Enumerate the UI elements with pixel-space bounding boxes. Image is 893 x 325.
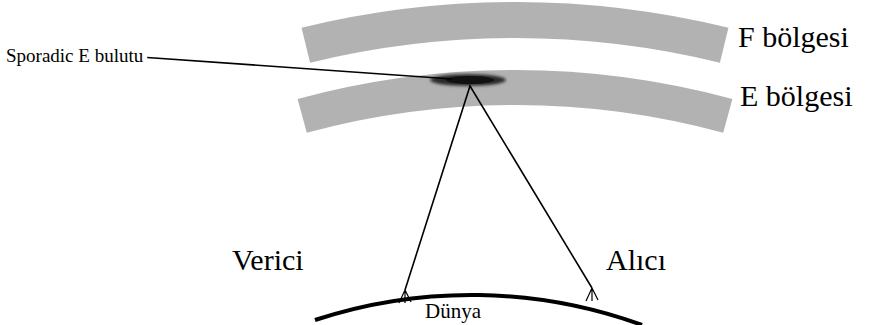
transmitter-label: Verici (232, 243, 304, 276)
leader-line (147, 57, 452, 79)
receiver-antenna (586, 288, 598, 301)
f-region-band (302, 2, 729, 63)
sporadic-cloud-core (446, 76, 494, 84)
cloud-label: Sporadic E bulutu (6, 46, 143, 67)
region-label: F bölgesi (738, 20, 849, 53)
e-region-band (298, 70, 733, 133)
earth-surface (315, 295, 642, 325)
region-label: E bölgesi (740, 79, 853, 112)
transmitter-antenna (399, 290, 411, 303)
signal-path (405, 86, 592, 290)
earth-label: Dünya (425, 300, 481, 323)
sporadic-cloud (430, 74, 506, 86)
receiver-label: Alıcı (606, 243, 666, 276)
